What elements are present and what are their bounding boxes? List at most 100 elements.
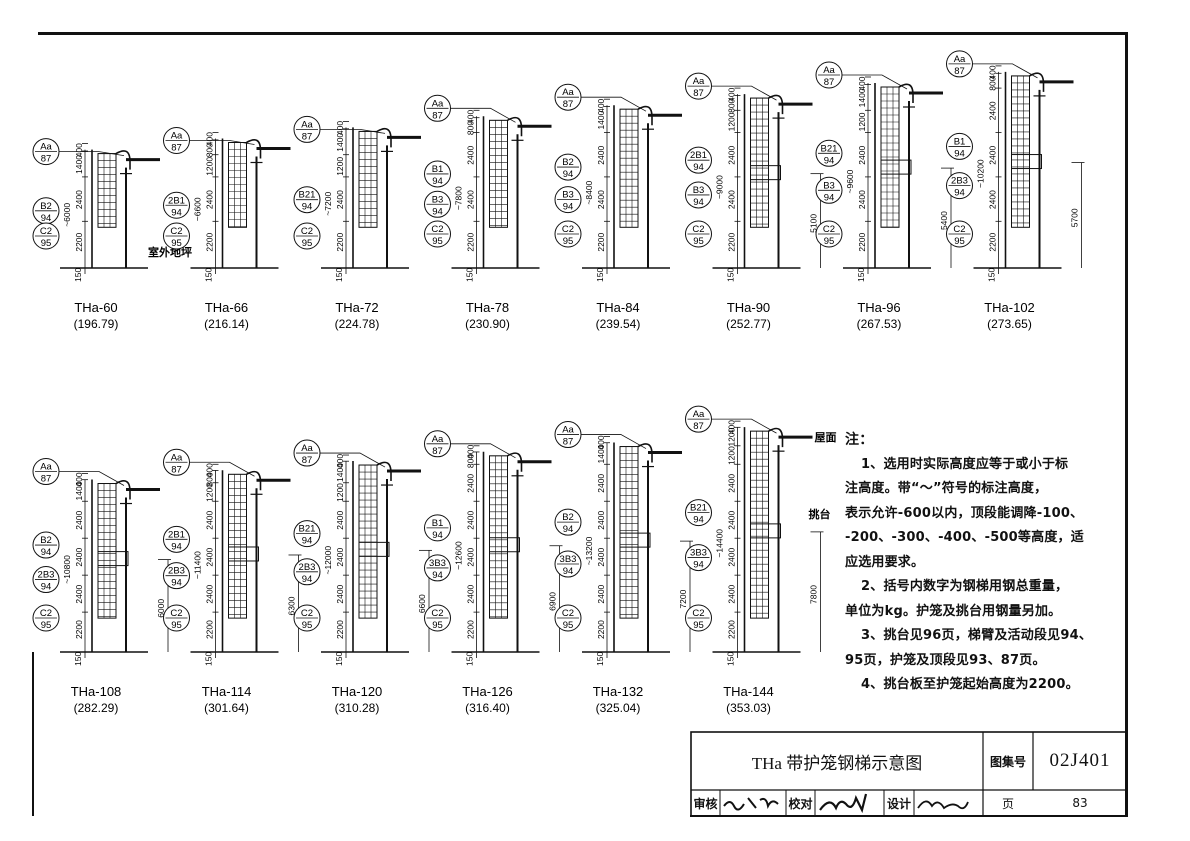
reference-top: Aa bbox=[432, 434, 444, 445]
reference-top: 2B3 bbox=[299, 562, 316, 573]
reference-leader bbox=[842, 74, 908, 90]
reference-top: Aa bbox=[954, 54, 966, 65]
reference-bottom: 94 bbox=[563, 169, 574, 180]
ladder-name: THa-72 bbox=[335, 300, 378, 315]
reference-top: C2 bbox=[40, 226, 52, 237]
dimension-total: ~12000 bbox=[323, 546, 333, 575]
dimension-text: 400 bbox=[205, 132, 215, 146]
platform bbox=[228, 546, 259, 562]
dimension-text: 2400 bbox=[205, 547, 215, 566]
reference-bottom: 95 bbox=[41, 238, 52, 249]
platform-dimension-text: 6600 bbox=[417, 594, 427, 613]
ladder-weight: (267.53) bbox=[857, 317, 902, 331]
reference-bottom: 94 bbox=[41, 213, 52, 224]
dimension-text: 1200 bbox=[727, 112, 737, 131]
dimension-total: ~13200 bbox=[584, 536, 594, 565]
reference-top: B3 bbox=[693, 185, 705, 196]
reference-top: 3B3 bbox=[560, 554, 577, 565]
ladder-name: THa-126 bbox=[462, 684, 513, 699]
reference-leader bbox=[581, 434, 647, 449]
dimension-total: ~9000 bbox=[715, 175, 725, 199]
dimension-text: 2400 bbox=[205, 511, 215, 530]
reference-top: B21 bbox=[299, 524, 316, 535]
reference-bottom: 94 bbox=[171, 541, 182, 552]
dimension-text: 400 bbox=[596, 98, 606, 112]
dimension-text: 800 bbox=[466, 121, 476, 135]
dimension-text: 400 bbox=[857, 76, 867, 90]
reference-top: B21 bbox=[690, 503, 707, 514]
note-line: 表示允许-600以内，顶段能调降-100、 bbox=[845, 505, 1084, 521]
ladder-weight: (230.90) bbox=[465, 317, 510, 331]
page-number: 83 bbox=[1072, 796, 1088, 810]
reference-bottom: 94 bbox=[563, 202, 574, 213]
reference-leader bbox=[450, 107, 516, 123]
reference-bottom: 95 bbox=[432, 620, 443, 631]
reference-leader bbox=[59, 471, 125, 486]
dimension-text: 2400 bbox=[335, 547, 345, 566]
dimension-text: 2400 bbox=[74, 584, 84, 603]
reference-top: 2B1 bbox=[690, 150, 707, 161]
note-line: -200、-300、-400、-500等高度，适 bbox=[845, 530, 1084, 545]
reference-top: C2 bbox=[170, 608, 182, 619]
reference-top: B21 bbox=[299, 190, 316, 201]
reference-bottom: 87 bbox=[954, 66, 965, 77]
reference-bottom: 94 bbox=[432, 176, 443, 187]
dimension-text: 800 bbox=[205, 143, 215, 157]
dimension-text: 2400 bbox=[857, 146, 867, 165]
design-label: 设计 bbox=[886, 796, 911, 811]
dimension-text: 2400 bbox=[335, 511, 345, 530]
dimension-text: 2400 bbox=[466, 190, 476, 209]
cage-outline bbox=[619, 108, 639, 228]
dimension-total: ~11400 bbox=[193, 551, 203, 579]
dimension-text: 800 bbox=[466, 454, 476, 468]
dimension-text: 2200 bbox=[335, 620, 345, 639]
reference-top: B3 bbox=[562, 190, 574, 201]
reference-top: Aa bbox=[301, 443, 313, 454]
dimension-text: 2400 bbox=[596, 584, 606, 603]
notes-panel: 注： 1、选用时实际高度应等于或小于标 注高度。带“～”符号的标注高度， 表示允… bbox=[845, 428, 1115, 698]
dimension-text: 2400 bbox=[74, 190, 84, 209]
dimension-text: 2400 bbox=[727, 190, 737, 209]
dimension-text: 2400 bbox=[596, 474, 606, 493]
dimension-text: 2400 bbox=[74, 547, 84, 566]
dimension-base: 150 bbox=[73, 652, 83, 666]
dimension-text: 400 bbox=[74, 472, 84, 486]
reference-top: B2 bbox=[562, 512, 574, 523]
dimension-text: 2400 bbox=[466, 511, 476, 530]
reference-top: B1 bbox=[954, 136, 966, 147]
reference-top: 2B3 bbox=[168, 566, 185, 577]
reference-bottom: 87 bbox=[432, 446, 443, 457]
dimension-text: 2400 bbox=[466, 584, 476, 603]
reference-bottom: 94 bbox=[824, 192, 835, 203]
note-line: 2、括号内数字为钢梯用钢总重量， bbox=[861, 579, 1069, 594]
dimension-text: 2400 bbox=[857, 190, 867, 209]
dimension-text: 2400 bbox=[466, 474, 476, 493]
dimension-text: 400 bbox=[466, 110, 476, 124]
reference-bottom: 87 bbox=[302, 131, 313, 142]
reference-bottom: 95 bbox=[693, 236, 704, 247]
reference-top: Aa bbox=[171, 452, 183, 463]
reference-leader bbox=[972, 63, 1038, 79]
dimension-total: ~10800 bbox=[62, 555, 72, 584]
reference-top: 2B3 bbox=[38, 570, 55, 581]
dimension-text: 2400 bbox=[988, 190, 998, 209]
cage-outline bbox=[358, 130, 378, 228]
dimension-text: 2200 bbox=[205, 620, 215, 639]
reference-bottom: 94 bbox=[171, 207, 182, 218]
reference-bottom: 87 bbox=[41, 154, 52, 165]
dimension-text: 2200 bbox=[596, 232, 606, 251]
dimension-text: 2200 bbox=[727, 232, 737, 251]
note-line: 1、选用时实际高度应等于或小于标 bbox=[861, 456, 1069, 472]
reference-bottom: 94 bbox=[693, 162, 704, 173]
dimension-text: 1200 bbox=[727, 446, 737, 465]
reference-bottom: 94 bbox=[693, 197, 704, 208]
dimension-base: 150 bbox=[465, 652, 475, 666]
cage-outline bbox=[750, 97, 769, 228]
note-line: 单位为kg。护笼及挑台用钢量另加。 bbox=[845, 603, 1062, 619]
ladder-name: THa-96 bbox=[857, 300, 900, 315]
ladder-name: THa-90 bbox=[727, 300, 770, 315]
reference-top: C2 bbox=[431, 224, 443, 235]
reference-top: C2 bbox=[431, 608, 443, 619]
ladder-weight: (196.79) bbox=[74, 317, 119, 331]
ladder-weight: (252.77) bbox=[726, 317, 771, 331]
